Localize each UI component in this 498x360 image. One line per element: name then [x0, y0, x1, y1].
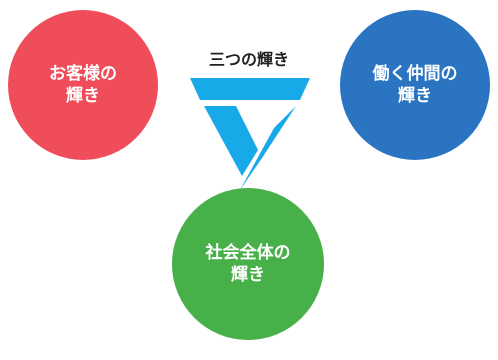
logo-top-band [190, 78, 310, 100]
society-brilliance-label: 社会全体の 輝き [205, 243, 291, 285]
logo-right-blade [240, 106, 296, 190]
three-brilliances-logo-icon [190, 78, 310, 190]
logo-left-blade [204, 106, 258, 176]
employee-brilliance-circle: 働く仲間の 輝き [340, 10, 490, 160]
center-title: 三つの輝き [208, 50, 289, 69]
society-brilliance-circle: 社会全体の 輝き [172, 188, 324, 340]
employee-brilliance-label: 働く仲間の 輝き [372, 64, 458, 106]
customer-brilliance-label: お客様の 輝き [49, 64, 117, 106]
customer-brilliance-circle: お客様の 輝き [8, 10, 158, 160]
logo-shapes [190, 78, 310, 190]
